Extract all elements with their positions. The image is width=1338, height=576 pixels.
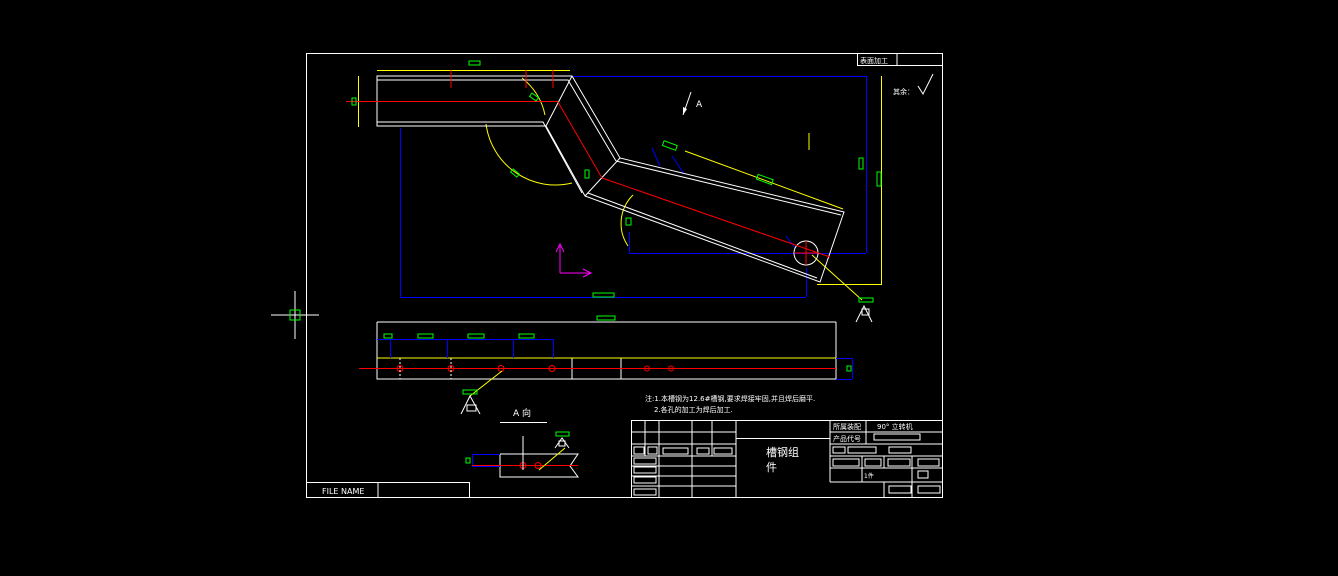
part-name-line-2: 件: [766, 461, 777, 474]
surface-finish-box: 表面加工: [857, 53, 943, 66]
view-a-label: A 向: [513, 407, 531, 419]
side-view: [359, 315, 853, 415]
surface-symbol-side: [460, 370, 503, 415]
ucs-icon: [555, 242, 593, 278]
main-view-dimensions: [400, 76, 867, 298]
technical-notes: 注:1.本槽钢为12.6#槽钢,要求焊接牢固,并且焊后磨平. 2.各孔的加工为焊…: [645, 394, 815, 414]
part-name-line-1: 槽钢组: [766, 445, 799, 459]
project-label: 所属装配: [833, 422, 861, 431]
surface-finish-label: 表面加工: [860, 56, 888, 65]
view-a: A 向: [465, 407, 579, 478]
roughness-symbol-icon: [917, 73, 934, 96]
remainder-roughness: 其余：: [893, 73, 934, 96]
surface-symbol-right: [855, 304, 873, 323]
view-a-arrow: A: [682, 91, 703, 116]
title-block: 所属装配 90° 立转机 产品代号 槽钢组 件 1件: [631, 420, 943, 498]
channel-outline: [376, 75, 845, 283]
view-a-arrow-label: A: [696, 100, 703, 110]
project-value: 90° 立转机: [877, 422, 913, 431]
quantity-value: 1件: [864, 472, 874, 480]
note-line-1: 注:1.本槽钢为12.6#槽钢,要求焊接牢固,并且焊后磨平.: [645, 394, 815, 403]
crosshair-cursor-icon: [271, 291, 319, 339]
main-view-dimension-texts: [351, 60, 882, 303]
main-view-leaders: [358, 70, 882, 301]
file-name-box: FILE NAME: [306, 482, 470, 498]
note-line-2: 2.各孔的加工为焊后加工.: [654, 405, 733, 414]
channel-centerline: [346, 70, 831, 265]
sheet-border: [306, 53, 943, 498]
remainder-label: 其余：: [893, 87, 914, 96]
product-code-label: 产品代号: [833, 434, 861, 443]
file-name-label: FILE NAME: [322, 487, 364, 496]
main-view: A: [346, 60, 882, 323]
